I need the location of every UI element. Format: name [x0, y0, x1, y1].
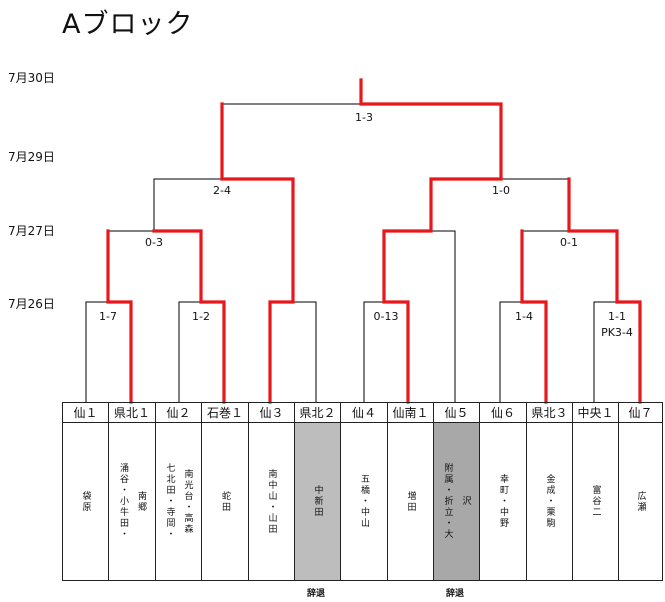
block-title: Aブロック [62, 9, 194, 40]
winner-path [220, 102, 295, 404]
withdrawn-note: 辞退 [307, 589, 326, 599]
score-semi-right: 1-0 [492, 184, 510, 197]
score-r1-c: 0-13 [374, 310, 399, 323]
school-names: 七北田・寺岡・ [164, 463, 175, 540]
withdrawn-note: 辞退 [446, 589, 465, 599]
team-schools: 増田 [388, 423, 434, 580]
school-names: 富谷二 [590, 485, 601, 518]
school-names: 金成・栗駒 [544, 474, 555, 529]
team-schools: 金成・栗駒 [527, 423, 573, 580]
score-qf-left: 0-3 [145, 236, 163, 249]
school-names: 南中山・山田 [266, 468, 277, 535]
date-label-round-qf: 7月27日 [8, 224, 55, 238]
school-names: 中新田 [312, 485, 323, 518]
team-table: 仙１ 県北１ 仙２ 石巻１ 仙３ 県北２ 仙４ 仙南１ 仙５ 仙６ 県北３ 中央… [62, 402, 663, 581]
score-r1-e-pk: PK3-4 [601, 326, 633, 339]
team-header: 仙７ [619, 403, 662, 423]
team-schools: 幸町・中野 [480, 423, 527, 580]
score-r1-e: 1-1 [608, 310, 626, 323]
school-names: 沢 [460, 496, 471, 507]
team-header: 仙５ [434, 403, 480, 423]
score-r1-d: 1-4 [515, 310, 533, 323]
school-names: 広瀬 [635, 490, 646, 513]
team-header: 県北１ [109, 403, 156, 423]
score-semi-left: 2-4 [213, 184, 231, 197]
team-schools: 五橋・中山 [341, 423, 388, 580]
team-header: 石巻１ [202, 403, 249, 423]
date-label-round-1: 7月26日 [8, 297, 55, 311]
team-schools-withdrawn: 附属・折立・大 沢 [434, 423, 480, 580]
team-schools: 袋原 [63, 423, 109, 580]
winner-path [520, 229, 548, 404]
team-schools: 広瀬 [619, 423, 662, 580]
team-header: 仙６ [480, 403, 527, 423]
school-names: 南郷 [136, 490, 146, 513]
team-header: 仙１ [63, 403, 109, 423]
team-header: 県北３ [527, 403, 573, 423]
score-r1-b: 1-2 [192, 310, 210, 323]
team-header: 県北２ [295, 403, 341, 423]
team-header: 中央１ [573, 403, 619, 423]
team-schools-withdrawn: 中新田 [295, 423, 341, 580]
team-schools: 蛇田 [202, 423, 249, 580]
school-names: 蛇田 [220, 490, 230, 513]
score-qf-right: 0-1 [560, 236, 578, 249]
school-names: 涌谷・小牛田・ [118, 463, 128, 540]
team-schools: 南中山・山田 [249, 423, 295, 580]
score-final: 1-3 [355, 111, 373, 124]
winner-path [152, 229, 226, 404]
team-schools: 富谷二 [573, 423, 619, 580]
winner-path [106, 229, 133, 404]
date-label-round-final: 7月30日 [8, 71, 55, 85]
school-names: 袋原 [80, 490, 91, 513]
winner-path [359, 78, 503, 404]
team-header: 仙３ [249, 403, 295, 423]
team-schools: 七北田・寺岡・ 南光台・高森 [156, 423, 202, 580]
team-schools: 涌谷・小牛田・ 南郷 [109, 423, 156, 580]
date-label-round-semi: 7月29日 [8, 150, 55, 164]
school-names: 南光台・高森 [182, 468, 193, 535]
school-names: 附属・折立・大 [442, 463, 453, 540]
school-names: 幸町・中野 [498, 474, 508, 529]
score-r1-a: 1-7 [99, 310, 117, 323]
school-names: 増田 [405, 490, 416, 513]
school-names: 五橋・中山 [359, 474, 369, 529]
team-header: 仙４ [341, 403, 388, 423]
winner-path [567, 177, 642, 404]
team-header: 仙２ [156, 403, 202, 423]
team-header: 仙南１ [388, 403, 434, 423]
